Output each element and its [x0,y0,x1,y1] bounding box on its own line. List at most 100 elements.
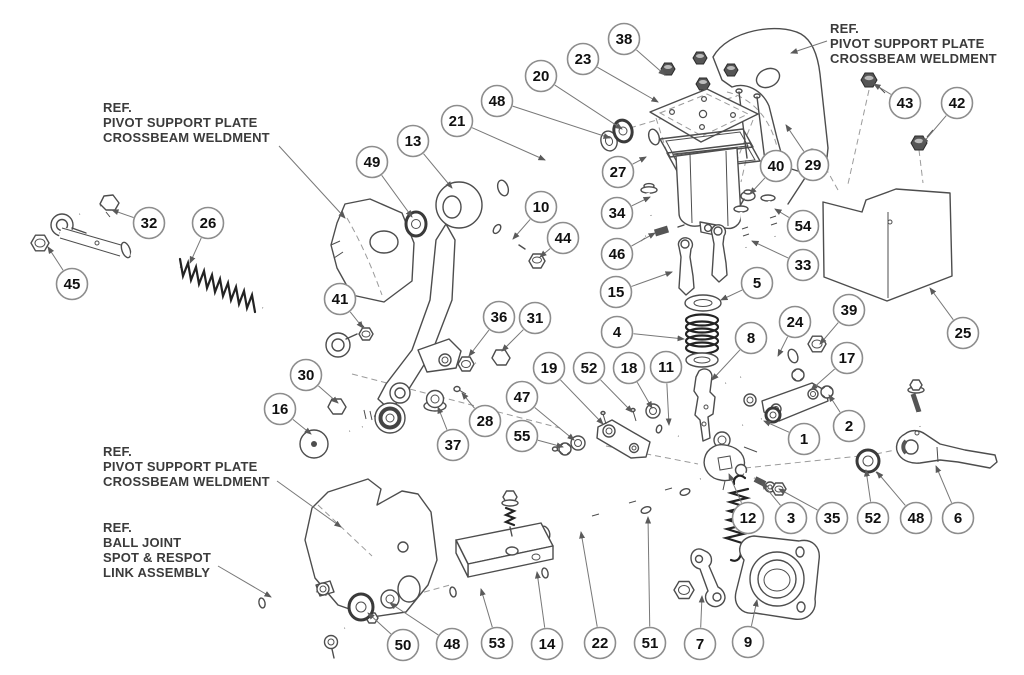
balloon-number-44: 44 [555,230,572,247]
balloon-circle-18 [612,351,646,385]
balloon-number-19: 19 [541,360,558,377]
bottom-right-group [673,474,820,620]
balloon-48-3: 48 [480,84,514,118]
balloon-46-29: 46 [600,237,634,271]
bottom-bar-group [449,474,702,598]
balloon-leader-6-49 [935,465,953,503]
balloon-number-11: 11 [658,359,674,376]
ref-label-pivot-plate-mid-left: REF. PIVOT SUPPORT PLATE CROSSBEAM WELDM… [103,100,270,146]
balloon-leader-3-45 [761,482,781,506]
balloon-38-0: 38 [607,22,641,56]
balloon-number-54: 54 [795,218,812,235]
balloon-number-4: 4 [613,324,622,341]
balloon-circle-48 [480,84,514,118]
balloon-number-41: 41 [332,291,349,308]
balloon-number-5: 5 [753,275,761,292]
balloon-42-37: 42 [940,86,974,120]
balloon-24-40: 24 [778,305,812,339]
balloon-circle-13 [396,124,430,158]
balloon-number-18: 18 [621,360,638,377]
balloon-leader-48-3 [512,105,611,139]
balloon-circle-5 [740,266,774,300]
balloon-circle-24 [778,305,812,339]
balloon-number-32: 32 [141,215,158,232]
balloon-leader-35-46 [778,488,818,511]
roll-pins-51 [640,488,691,514]
balloon-leader-5-27 [720,289,743,301]
balloon-leader-43-36 [873,83,892,95]
balloon-leader-15-28 [631,271,673,287]
balloon-number-53: 53 [489,635,506,652]
balloon-number-16: 16 [272,401,289,418]
balloon-number-52: 52 [581,360,598,377]
balloon-circle-9 [731,625,765,659]
balloon-number-22: 22 [592,635,609,652]
balloon-number-34: 34 [609,205,626,222]
ref-label-pivot-plate-top-right: REF. PIVOT SUPPORT PLATE CROSSBEAM WELDM… [830,21,997,67]
balloon-circle-52 [572,351,606,385]
mounting-plate [649,88,759,143]
balloon-leader-23-1 [597,66,659,103]
pin-11 [655,424,679,439]
balloon-number-36: 36 [491,309,508,326]
knurled-pin-46 [640,224,685,242]
balloon-52-47: 52 [856,501,890,535]
balloon-13-5: 13 [396,124,430,158]
balloon-leader-11-24 [665,383,672,426]
balloon-number-38: 38 [616,31,633,48]
balloon-circle-25 [946,316,980,350]
balloon-leader-40-34 [749,177,766,195]
bushing-37 [423,389,447,412]
balloon-leader-lines [47,49,954,636]
flange-bearing-9 [734,535,820,620]
balloon-circle-2 [832,409,866,443]
balloon-circle-34 [600,196,634,230]
balloon-circle-44 [546,221,580,255]
balloon-number-48: 48 [489,93,506,110]
pivot-arm-13 [299,181,511,459]
balloon-number-31: 31 [527,310,544,327]
balloon-number-46: 46 [609,246,626,263]
balloon-leader-13-5 [423,153,453,189]
nut-43 [860,72,878,88]
balloon-circle-49 [355,145,389,179]
balloon-circle-32 [132,206,166,240]
balloon-29-35: 29 [796,148,830,182]
balloon-leader-49-6 [381,175,413,218]
solenoid-body [675,147,742,236]
pivot-body-group [703,379,998,496]
balloon-circle-6 [941,501,975,535]
balloon-circle-42 [940,86,974,120]
balloon-circle-54 [786,209,820,243]
turnbuckle-assembly [30,194,374,358]
balloon-16-14: 16 [263,392,297,426]
balloon-19-21: 19 [532,351,566,385]
balloon-number-37: 37 [445,437,462,454]
balloon-52-22: 52 [572,351,606,385]
balloon-number-51: 51 [642,635,659,652]
gasket-frames [659,128,761,172]
balloon-number-23: 23 [575,51,592,68]
balloon-28-17: 28 [468,404,502,438]
balloon-leader-21-4 [471,127,546,161]
balloon-number-49: 49 [364,154,381,171]
center-spring-stack [677,224,728,442]
balloon-18-23: 18 [612,351,646,385]
balloon-number-45: 45 [64,276,81,293]
balloon-number-21: 21 [449,113,466,130]
balloon-leader-31-16 [501,329,524,352]
balloon-53-54: 53 [480,626,514,660]
balloon-10-7: 10 [524,190,558,224]
balloon-circle-28 [468,404,502,438]
balloon-number-48: 48 [444,636,461,653]
balloon-circle-3 [774,501,808,535]
square-tube-22 [539,474,702,541]
balloon-leader-54-32 [774,208,790,218]
balloon-leader-33-33 [751,240,789,259]
balloon-43-36: 43 [888,86,922,120]
nut-42 [910,135,928,151]
balloon-number-52: 52 [865,510,882,527]
balloon-11-24: 11 [649,350,683,384]
balloon-circle-19 [532,351,566,385]
balloon-leader-50-52 [367,612,392,635]
